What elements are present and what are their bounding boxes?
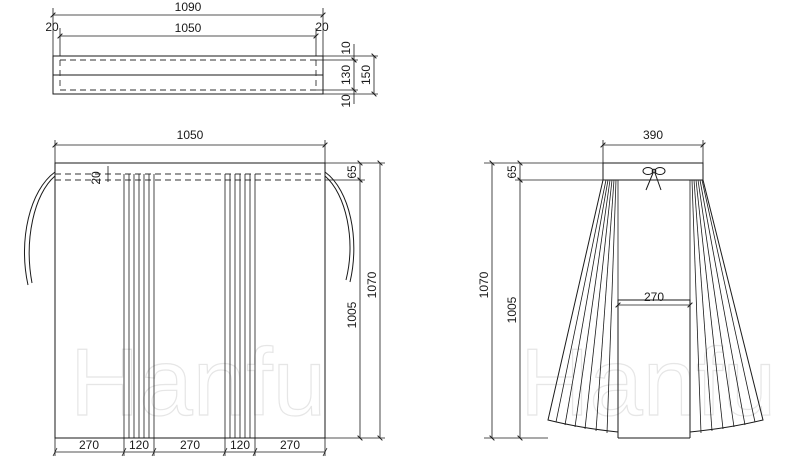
panel-width-5: 270 [280, 438, 300, 452]
dim-top-allowance: 10 [339, 41, 353, 55]
skirt-panel-outline [54, 162, 326, 439]
pleat-group-right [224, 174, 256, 438]
bow-icon [642, 167, 666, 191]
waistband-drawing: 1090 1050 20 20 10 130 150 10 [45, 0, 378, 108]
side-hem-panel-label: 270 [644, 290, 664, 304]
panel-width-4: 120 [230, 438, 250, 452]
side-waist-width-label: 390 [643, 128, 663, 142]
side-view-drawing: 390 270 1070 65 1005 [477, 128, 764, 441]
dim-left-allowance: 20 [45, 20, 59, 34]
watermark-right: Hanfu [520, 329, 776, 436]
dim-core-height: 130 [339, 65, 353, 85]
panel-width-3: 270 [180, 438, 200, 452]
panel-width-2: 120 [129, 438, 149, 452]
dim-total-height: 150 [359, 65, 373, 85]
front-body-length-label: 1005 [345, 301, 359, 328]
dim-overall-width: 1090 [175, 0, 202, 14]
front-view-drawing: 1050 20 65 1005 1070 270 120 270 120 270 [23, 128, 385, 457]
side-waistband [602, 162, 704, 181]
panel-width-1: 270 [79, 438, 99, 452]
dim-inner-width: 1050 [175, 21, 202, 35]
dim-right-allowance: 20 [315, 20, 329, 34]
side-waist-height-label: 65 [505, 165, 519, 179]
watermark-left: Hanfu [70, 329, 326, 436]
front-seam-label: 20 [89, 171, 103, 185]
dim-bottom-allowance: 10 [339, 94, 353, 108]
side-total-length-label: 1070 [477, 271, 491, 298]
front-width-label: 1050 [177, 128, 204, 142]
right-waist-tie [324, 171, 355, 283]
side-pleats-left [555, 179, 619, 434]
pleat-group-left [123, 174, 155, 438]
side-skirt-outline [547, 179, 764, 433]
front-waist-height-label: 65 [345, 165, 359, 179]
side-pleats-right [689, 179, 756, 434]
front-total-length-label: 1070 [365, 271, 379, 298]
side-body-length-label: 1005 [505, 296, 519, 323]
left-waist-tie [23, 171, 56, 286]
